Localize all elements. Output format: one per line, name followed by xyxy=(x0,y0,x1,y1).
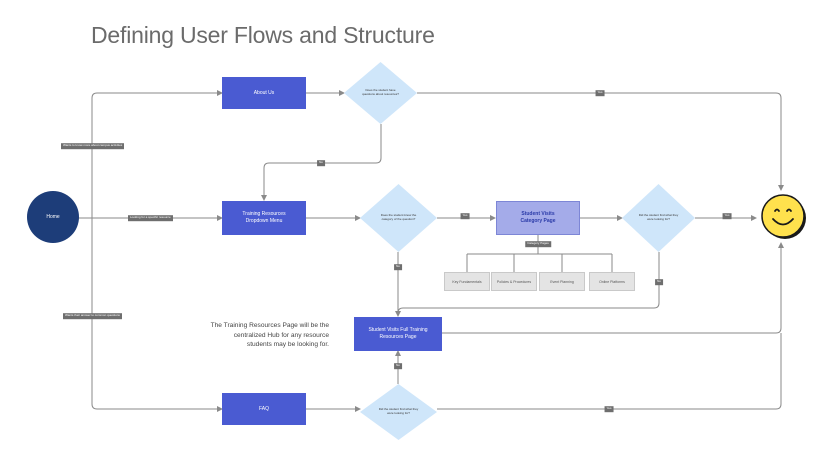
training-dropdown-label: Training Resources Dropdown Menu xyxy=(242,211,286,224)
category-page-node: Student Visits Category Page xyxy=(496,201,580,235)
no-label: No xyxy=(317,160,325,166)
connector-faq-yes-to-goal xyxy=(437,333,782,410)
full-training-page-label: Student Visits Full Training Resources P… xyxy=(368,327,428,340)
faq-decision-text: Did the student find what they were look… xyxy=(378,407,419,415)
no-label: No xyxy=(394,363,402,369)
category-page-label: Student Visits Category Page xyxy=(520,211,556,224)
yes-label: Yes xyxy=(722,213,732,219)
full-training-page-node: Student Visits Full Training Resources P… xyxy=(354,317,442,351)
subpage-event-planning: Event Planning xyxy=(539,272,585,291)
hub-note: The Training Resources Page will be the … xyxy=(210,322,329,349)
dropdown-decision-text: Does the student know the category of th… xyxy=(380,213,417,221)
about-decision: Does the student have questions about re… xyxy=(344,62,417,124)
page-title: Defining User Flows and Structure xyxy=(91,22,435,48)
branch-faq-label: Wants their answer to common questions xyxy=(63,313,122,319)
subpage-label: Key Fundamentals xyxy=(452,279,482,284)
connector-to-about xyxy=(91,90,223,218)
faq-decision: Did the student find what they were look… xyxy=(360,384,437,440)
training-dropdown-node: Training Resources Dropdown Menu xyxy=(222,201,306,235)
category-decision: Did the student find what they were look… xyxy=(622,184,695,252)
yes-label: Yes xyxy=(595,90,605,96)
subpage-key-fundamentals: Key Fundamentals xyxy=(444,272,490,291)
branch-training-label: Looking for a specific resource xyxy=(128,215,173,221)
faq-node: FAQ xyxy=(222,393,306,425)
smiley-face-icon xyxy=(761,194,806,239)
connector-to-faq xyxy=(91,218,223,412)
category-decision-text: Did the student find what they were look… xyxy=(638,213,679,221)
connector-category-no-to-full xyxy=(397,252,660,314)
home-node: Home xyxy=(27,191,79,243)
yes-label: Yes xyxy=(604,406,614,412)
dropdown-decision: Does the student know the category of th… xyxy=(360,184,437,252)
no-label: No xyxy=(394,264,402,270)
subpage-policies-procedures: Policies & Procedures xyxy=(491,272,537,291)
subpage-online-platforms: Online Platforms xyxy=(589,272,635,291)
home-label: Home xyxy=(46,214,60,220)
about-us-label: About Us xyxy=(253,89,275,96)
subpage-label: Event Planning xyxy=(550,279,574,284)
faq-label: FAQ xyxy=(258,405,269,412)
subpage-label: Policies & Procedures xyxy=(496,279,532,284)
branch-about-label: Wants to know more about campus activiti… xyxy=(61,143,125,149)
yes-label: Yes xyxy=(460,213,470,219)
no-label: No xyxy=(655,279,663,285)
category-pages-label: Category Pages xyxy=(525,241,551,247)
about-us-node: About Us xyxy=(222,77,306,109)
connector-full-to-goal xyxy=(442,242,784,334)
about-decision-text: Does the student have questions about re… xyxy=(362,88,399,96)
connector-about-yes-to-goal xyxy=(417,92,784,191)
subpage-label: Online Platforms xyxy=(599,279,625,284)
